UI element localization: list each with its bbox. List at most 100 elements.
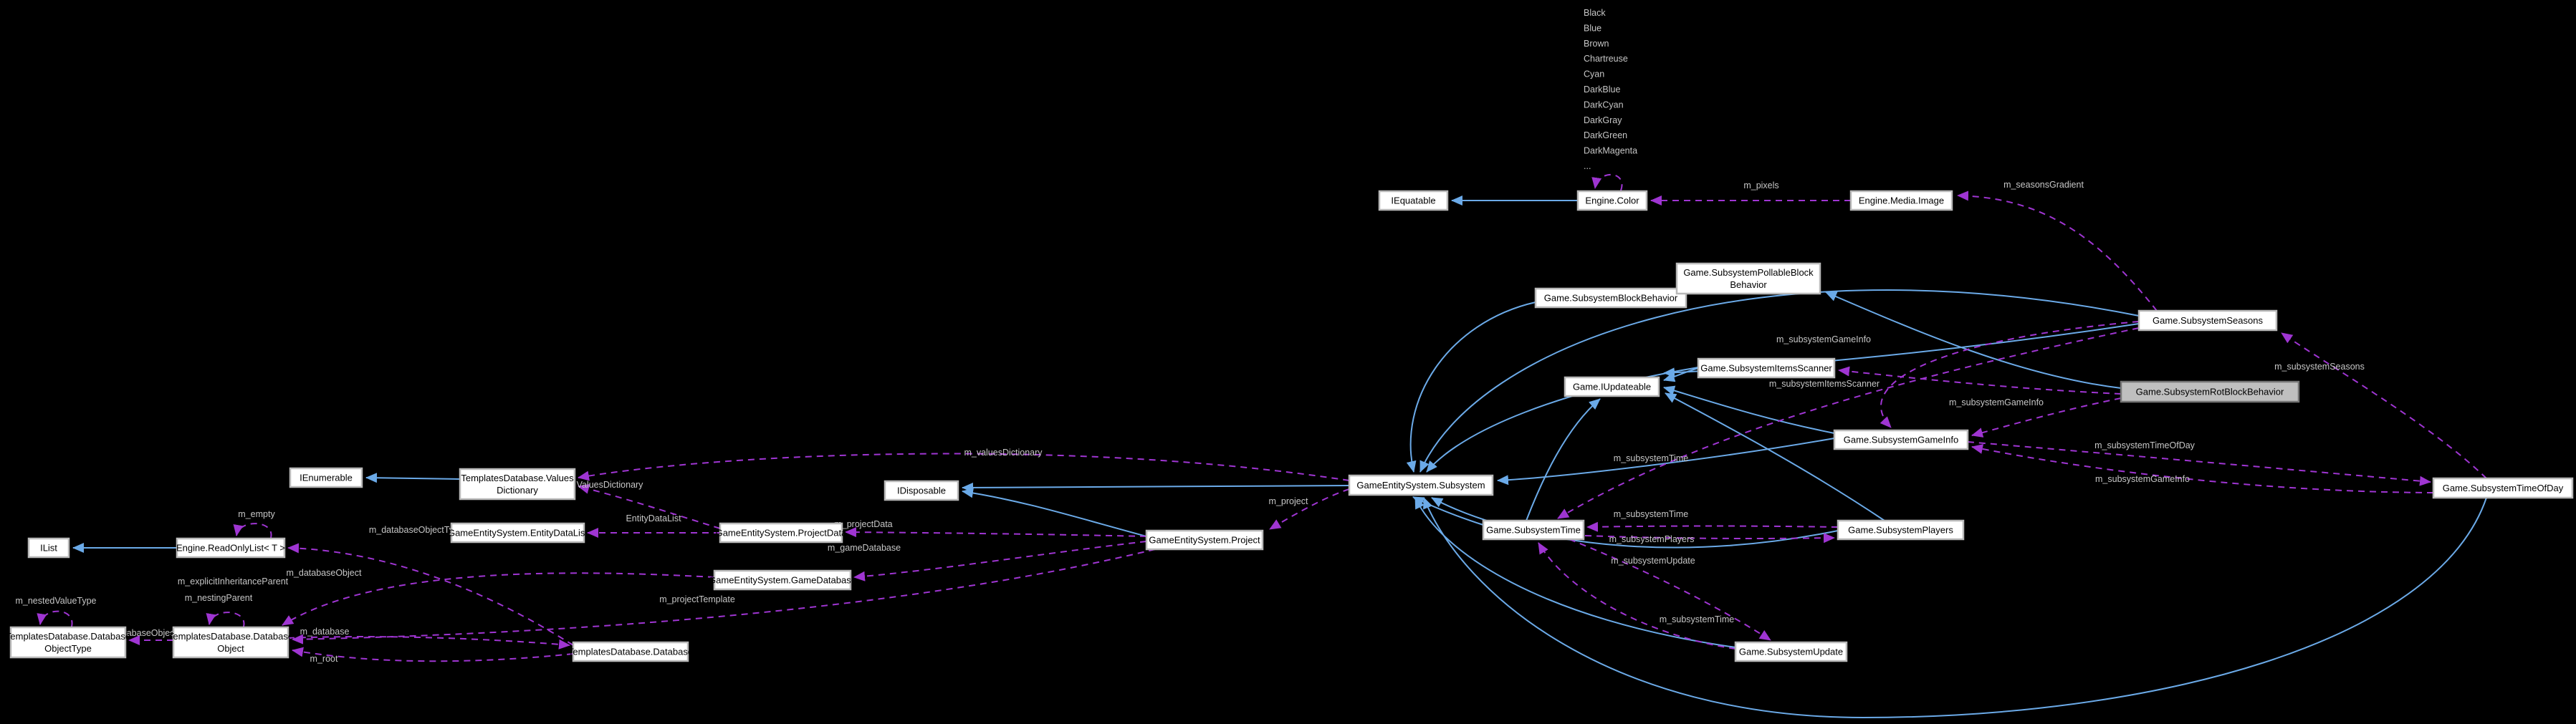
edge-dbobject-tdatabase-usage [287,636,570,650]
node-box-gameinfo[interactable] [1833,429,1969,450]
node-box-ilist[interactable] [27,537,70,559]
node-subsystem[interactable]: GameEntitySystem.Subsystem [1348,474,1494,496]
edge-players-subsystem-inheritance [1431,497,1839,549]
node-label-ilist: IList [40,543,57,554]
edge-blockbehavior-subsystem-inheritance [1406,301,1536,473]
node-label-gamedatabase: GameEntitySystem.GameDatabase [709,575,856,586]
node-label-iupdateable: Game.IUpdateable [1573,382,1651,392]
edge-label-m_subsystemItemsScanner: m_subsystemItemsScanner [1769,379,1880,389]
edge-readonlylist-readonlylist-usage [233,523,272,539]
node-box-itemsscanner[interactable] [1697,357,1836,379]
color-constant-DarkMagenta: DarkMagenta [1584,146,1637,156]
node-label-timeofday: Game.SubsystemTimeOfDay [2443,483,2564,493]
node-box-timeofday[interactable] [2432,477,2574,499]
edge-color-color-usage [1591,173,1623,191]
node-color[interactable]: Engine.Color [1576,190,1648,211]
node-box-dbotype[interactable] [9,626,127,659]
edge-players-time-usage [1586,521,1839,532]
node-box-dbobject[interactable] [172,626,289,659]
node-idisposable[interactable]: IDisposable [884,480,959,501]
node-box-entitydatalist[interactable] [450,522,585,544]
edge-project-idisposable-inheritance [962,488,1147,537]
node-box-subsystem[interactable] [1348,474,1494,496]
node-update[interactable]: Game.SubsystemUpdate [1734,641,1848,662]
node-entitydatalist[interactable]: GameEntitySystem.EntityDataList [448,522,588,544]
edge-label-m_projectTemplate: m_projectTemplate [659,594,735,604]
edge-dbotype-dbotype-usage [37,610,73,627]
node-seasons[interactable]: Game.SubsystemSeasons [2137,309,2278,332]
color-constant-Chartreuse: Chartreuse [1584,54,1628,64]
node-box-seasons[interactable] [2137,309,2278,332]
node-time[interactable]: Game.SubsystemTime [1482,519,1585,541]
node-box-pollable[interactable] [1675,262,1821,295]
node-box-project[interactable] [1145,529,1264,551]
node-box-blockbehavior[interactable] [1534,287,1687,309]
node-box-readonlylist[interactable] [176,537,286,559]
edge-label-m_project: m_project [1269,496,1308,506]
color-constant-Brown: Brown [1584,39,1609,49]
node-players[interactable]: Game.SubsystemPlayers [1837,519,1965,541]
node-readonlylist[interactable]: Engine.ReadOnlyList< T > [176,537,286,559]
node-box-color[interactable] [1576,190,1648,211]
node-box-rotblock[interactable] [2120,380,2300,403]
node-label-update: Game.SubsystemUpdate [1739,647,1843,657]
node-timeofday[interactable]: Game.SubsystemTimeOfDay [2432,477,2574,499]
edge-seasons-subsystem-inheritance [1419,289,2140,473]
node-box-image[interactable] [1849,190,1953,211]
node-rotblock[interactable]: Game.SubsystemRotBlockBehavior [2120,380,2300,403]
node-project[interactable]: GameEntitySystem.Project [1145,529,1264,551]
node-box-time[interactable] [1482,519,1585,541]
node-box-ienumerable[interactable] [289,467,363,488]
node-label-ienumerable: IEnumerable [300,473,353,483]
edge-label-m_subsystemUpdate: m_subsystemUpdate [1611,556,1695,566]
node-blockbehavior[interactable]: Game.SubsystemBlockBehavior [1534,287,1687,309]
node-box-players[interactable] [1837,519,1965,541]
node-label-time: Game.SubsystemTime [1486,525,1581,536]
node-iupdateable[interactable]: Game.IUpdateable [1564,376,1660,397]
node-ienumerable[interactable]: IEnumerable [289,467,363,488]
node-tdatabase[interactable]: TemplatesDatabase.Database [568,641,693,662]
node-box-update[interactable] [1734,641,1848,662]
edge-timeofday-gameinfo-usage [1971,444,2434,493]
color-constant-: ... [1584,161,1591,171]
node-label-projectdata: GameEntitySystem.ProjectData [716,528,848,539]
edge-label-m_valuesDictionary: m_valuesDictionary [964,448,1043,458]
edge-project-gamedatabase-usage [853,541,1147,581]
node-box-iupdateable[interactable] [1564,376,1660,397]
node-label-project: GameEntitySystem.Project [1149,535,1260,546]
edge-label-m_seasonsGradient: m_seasonsGradient [2003,180,2084,190]
node-box-gamedatabase[interactable] [713,569,852,591]
nodes-layer: IList Engine.ReadOnlyList< T > TemplatesDa… [6,190,2574,662]
edge-label-m_root: m_root [310,654,338,664]
edge-seasons-image-usage [1957,190,2158,312]
node-image[interactable]: Engine.Media.Image [1849,190,1953,211]
node-iequatable[interactable]: IEquatable [1378,190,1449,211]
edge-update-time-usage [1538,542,1736,650]
node-box-idisposable[interactable] [884,480,959,501]
edge-label-m_projectData: m_projectData [834,519,892,529]
edge-label-m_nestedValueType: m_nestedValueType [15,596,96,606]
node-box-tdatabase[interactable] [572,641,689,662]
node-ilist[interactable]: IList [27,537,70,559]
node-gamedatabase[interactable]: GameEntitySystem.GameDatabase [709,569,856,591]
edge-label-m_subsystemGameInfo: m_subsystemGameInfo [1776,334,1871,344]
node-label-color: Engine.Color [1585,196,1639,206]
node-projectdata[interactable]: GameEntitySystem.ProjectData [716,522,848,544]
color-constant-Blue: Blue [1584,23,1601,33]
node-box-valuesdict[interactable] [459,468,576,501]
node-itemsscanner[interactable]: Game.SubsystemItemsScanner [1697,357,1836,379]
node-gameinfo[interactable]: Game.SubsystemGameInfo [1833,429,1969,450]
node-box-iequatable[interactable] [1378,190,1449,211]
color-constant-Black: Black [1584,8,1606,18]
node-box-projectdata[interactable] [719,522,843,544]
node-label-seasons: Game.SubsystemSeasons [2153,315,2263,326]
node-label-entitydatalist: GameEntitySystem.EntityDataList [448,528,588,539]
